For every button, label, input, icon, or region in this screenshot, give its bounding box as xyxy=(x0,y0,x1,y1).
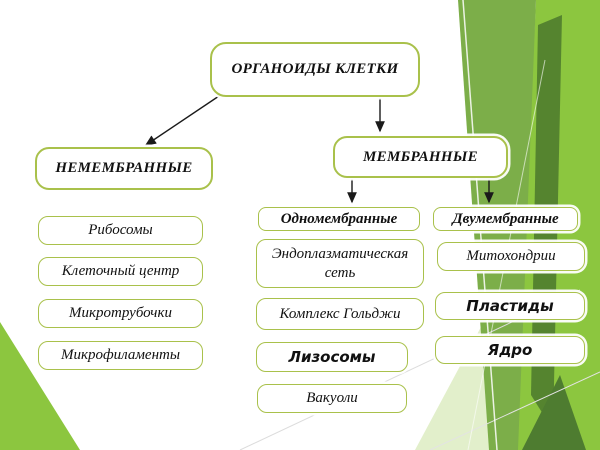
node-microfilaments: Микрофиламенты xyxy=(38,341,203,370)
node-vacuoles: Вакуоли xyxy=(257,384,407,413)
node-cell-center: Клеточный центр xyxy=(38,257,203,286)
node-microtubules: Микротрубочки xyxy=(38,299,203,328)
node-plastids: Пластиды xyxy=(435,292,585,320)
node-nucleus: Ядро xyxy=(435,336,585,364)
node-mitochondria: Митохондрии xyxy=(437,242,585,271)
node-nonmembrane-header: НЕМЕМБРАННЫЕ xyxy=(35,147,213,190)
node-membrane-header: МЕМБРАННЫЕ xyxy=(333,136,508,178)
node-single-membrane-header: Одномембранные xyxy=(258,207,420,231)
node-lysosomes: Лизосомы xyxy=(256,342,408,372)
node-endoplasmic-reticulum: Эндоплазматическая сеть xyxy=(256,239,424,288)
node-root-organoids: ОРГАНОИДЫ КЛЕТКИ xyxy=(210,42,420,97)
node-golgi-complex: Комплекс Гольджи xyxy=(256,298,424,330)
node-double-membrane-header: Двумембранные xyxy=(433,207,578,231)
node-ribosomes: Рибосомы xyxy=(38,216,203,245)
